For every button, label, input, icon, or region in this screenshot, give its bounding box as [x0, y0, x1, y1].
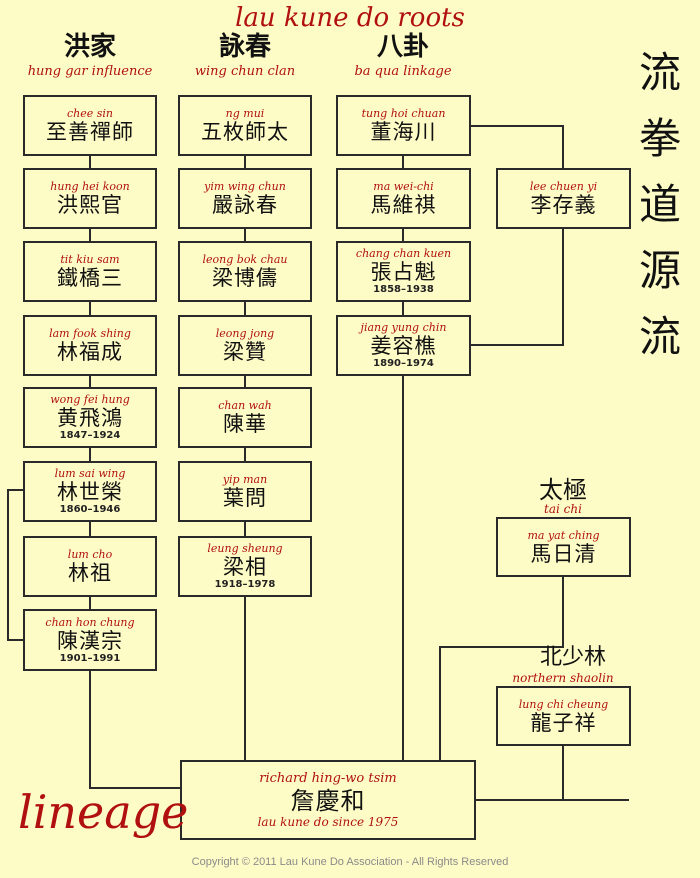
- node-name-en: chee sin: [66, 107, 113, 120]
- vertical-char: 流: [638, 312, 681, 361]
- node-name-zh: 林祖: [68, 561, 112, 585]
- node-lum-cho: lum cho 林祖: [23, 536, 157, 597]
- vertical-char: 源: [638, 246, 681, 295]
- northern-shaolin-header-en: northern shaolin: [512, 671, 614, 685]
- node-lum-sai-wing: lum sai wing 林世榮 1860–1946: [23, 461, 157, 522]
- node-years: 1847–1924: [59, 430, 121, 441]
- node-name-zh: 梁博儔: [212, 266, 278, 290]
- vertical-char: 流: [638, 48, 681, 97]
- node-name-en: chan wah: [218, 399, 272, 412]
- node-yip-man: yip man 葉問: [178, 461, 312, 522]
- node-name-en: ma yat ching: [527, 528, 600, 542]
- node-chan-hon-chung: chan hon chung 陳漢宗 1901–1991: [23, 609, 157, 671]
- chart-title: lau kune do roots: [235, 3, 465, 33]
- node-name-en: hung hei koon: [50, 180, 130, 193]
- node-name-zh: 姜容樵: [370, 334, 437, 358]
- node-leung-sheung: leung sheung 梁相 1918–1978: [178, 536, 312, 597]
- node-name-en: jiang yung chin: [360, 321, 447, 334]
- vertical-title: 流 拳 道 源 流: [630, 40, 690, 370]
- node-name-zh: 五枚師太: [201, 120, 289, 144]
- node-name-en: lum sai wing: [54, 467, 126, 480]
- col-header-ba-qua-en: ba qua linkage: [354, 64, 452, 79]
- node-name-en: yip man: [222, 473, 268, 486]
- col-header-wing-chun-zh: 詠春: [218, 32, 271, 62]
- col-header-hung-gar-en: hung gar influence: [27, 64, 153, 79]
- node-name-zh: 馬日清: [530, 541, 597, 566]
- node-chee-sin: chee sin 至善禪師: [23, 95, 157, 156]
- node-name-zh: 馬維祺: [370, 193, 437, 217]
- node-jiang-yung-chin: jiang yung chin 姜容樵 1890–1974: [336, 315, 471, 376]
- node-name-zh: 洪熙官: [57, 193, 123, 217]
- tai-chi-header-en: tai chi: [544, 502, 582, 516]
- node-name-zh: 梁相: [223, 555, 267, 579]
- node-ng-mui: ng mui 五枚師太: [178, 95, 312, 156]
- node-ma-yat-ching: ma yat ching 馬日清: [496, 517, 631, 577]
- node-name-zh: 陳華: [223, 412, 267, 436]
- node-name-zh: 嚴詠春: [212, 193, 278, 217]
- vertical-char: 道: [638, 180, 681, 229]
- node-name-en: ng mui: [225, 107, 265, 120]
- col-header-ba-qua-zh: 八卦: [376, 32, 429, 62]
- node-name-en: chang chan kuen: [355, 247, 452, 260]
- lineage-label: lineage: [18, 785, 189, 839]
- node-name-en: lum cho: [67, 548, 113, 561]
- node-chan-wah: chan wah 陳華: [178, 387, 312, 448]
- tai-chi-header-zh: 太極: [539, 476, 587, 504]
- node-lee-chuen-yi: lee chuen yi 李存義: [496, 168, 631, 229]
- node-name-en: yim wing chun: [204, 180, 286, 193]
- node-ma-wei-chi: ma wei-chi 馬維祺: [336, 168, 471, 229]
- node-years: 1858–1938: [373, 284, 434, 295]
- node-note: lau kune do since 1975: [257, 814, 399, 829]
- node-name-en: richard hing-wo tsim: [259, 770, 397, 786]
- node-name-en: tung hoi chuan: [361, 107, 446, 120]
- node-lam-fook-shing: lam fook shing 林福成: [23, 315, 157, 376]
- node-yim-wing-chun: yim wing chun 嚴詠春: [178, 168, 312, 229]
- copyright-notice: Copyright © 2011 Lau Kune Do Association…: [191, 856, 509, 868]
- node-name-en: lung chi cheung: [518, 697, 609, 711]
- node-name-zh: 詹慶和: [290, 786, 366, 815]
- northern-shaolin-header-zh: 北少林: [539, 645, 606, 670]
- node-name-zh: 梁贊: [223, 340, 267, 364]
- node-tit-kiu-sam: tit kiu sam 鐵橋三: [23, 241, 157, 302]
- node-name-zh: 鐵橋三: [57, 266, 123, 290]
- node-lung-chi-cheung: lung chi cheung 龍子祥: [496, 686, 631, 746]
- node-name-zh: 林福成: [57, 340, 123, 364]
- node-name-en: ma wei-chi: [373, 180, 434, 193]
- node-name-zh: 黄飛鴻: [57, 406, 123, 430]
- node-name-en: chan hon chung: [45, 615, 135, 629]
- node-name-zh: 至善禪師: [46, 120, 134, 144]
- node-wong-fei-hung: wong fei hung 黄飛鴻 1847–1924: [23, 387, 157, 448]
- node-leong-bok-chau: leong bok chau 梁博儔: [178, 241, 312, 302]
- node-years: 1860–1946: [59, 504, 121, 515]
- node-name-zh: 李存義: [530, 193, 597, 217]
- node-name-en: leong jong: [215, 327, 275, 340]
- node-years: 1890–1974: [373, 358, 434, 369]
- node-name-zh: 林世榮: [57, 480, 123, 504]
- node-name-zh: 龍子祥: [530, 710, 597, 735]
- col-header-hung-gar-zh: 洪家: [63, 32, 116, 62]
- node-name-en: tit kiu sam: [60, 253, 120, 266]
- node-name-zh: 陳漢宗: [57, 628, 123, 653]
- col-header-wing-chun-en: wing chun clan: [194, 64, 296, 79]
- node-name-en: lee chuen yi: [529, 180, 598, 193]
- node-name-en: leung sheung: [207, 542, 283, 555]
- node-hung-hei-koon: hung hei koon 洪熙官: [23, 168, 157, 229]
- vertical-char: 拳: [638, 114, 681, 163]
- node-richard-hing-wo-tsim: richard hing-wo tsim 詹慶和 lau kune do sin…: [180, 760, 476, 840]
- node-years: 1901–1991: [59, 652, 121, 664]
- node-years: 1918–1978: [214, 579, 276, 590]
- node-name-zh: 董海川: [370, 120, 437, 144]
- node-name-en: leong bok chau: [202, 253, 288, 266]
- node-name-zh: 張占魁: [370, 260, 437, 284]
- node-name-en: wong fei hung: [50, 393, 130, 406]
- node-chang-chan-kuen: chang chan kuen 張占魁 1858–1938: [336, 241, 471, 302]
- node-tung-hoi-chuan: tung hoi chuan 董海川: [336, 95, 471, 156]
- node-name-en: lam fook shing: [49, 327, 131, 340]
- node-name-zh: 葉問: [223, 486, 267, 510]
- node-leong-jong: leong jong 梁贊: [178, 315, 312, 376]
